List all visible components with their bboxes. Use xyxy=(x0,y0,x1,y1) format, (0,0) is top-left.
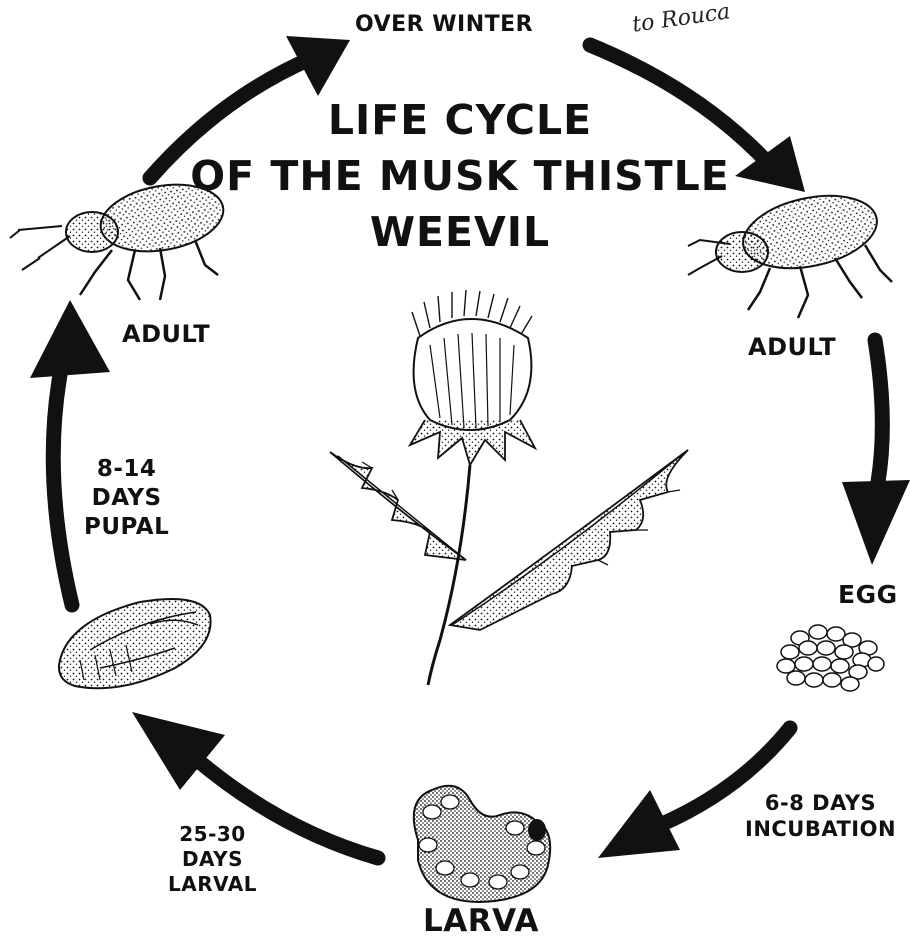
pupal-line-1: 8-14 xyxy=(84,455,169,484)
title-line-3: WEEVIL xyxy=(180,204,740,260)
pupal-line-3: PUPAL xyxy=(84,513,169,542)
egg-cluster-illustration xyxy=(777,625,884,691)
label-pupal-duration: 8-14 DAYS PUPAL xyxy=(84,455,169,541)
arrow-adult-to-egg xyxy=(842,340,910,565)
title-line-1: LIFE CYCLE xyxy=(180,92,740,148)
label-over-winter: OVER WINTER xyxy=(355,12,533,37)
larval-line-2: DAYS xyxy=(168,847,257,872)
incubation-line-1: 6-8 DAYS xyxy=(745,790,896,816)
label-larval-duration: 25-30 DAYS LARVAL xyxy=(168,822,257,897)
label-larva: LARVA xyxy=(423,903,539,939)
title-line-2: OF THE MUSK THISTLE xyxy=(180,148,740,204)
pupa-illustration xyxy=(59,599,211,688)
larva-illustration xyxy=(414,786,550,902)
larval-line-3: LARVAL xyxy=(168,872,257,897)
diagram-title: LIFE CYCLE OF THE MUSK THISTLE WEEVIL xyxy=(180,92,740,260)
incubation-line-2: INCUBATION xyxy=(745,816,896,842)
label-adult-left: ADULT xyxy=(122,320,210,348)
label-incubation: 6-8 DAYS INCUBATION xyxy=(745,790,896,843)
larval-line-1: 25-30 xyxy=(168,822,257,847)
label-egg: EGG xyxy=(838,580,898,609)
arrow-pupa-to-adult xyxy=(30,300,110,605)
pupal-line-2: DAYS xyxy=(84,484,169,513)
musk-thistle-illustration xyxy=(330,290,688,685)
label-adult-right: ADULT xyxy=(748,333,836,361)
